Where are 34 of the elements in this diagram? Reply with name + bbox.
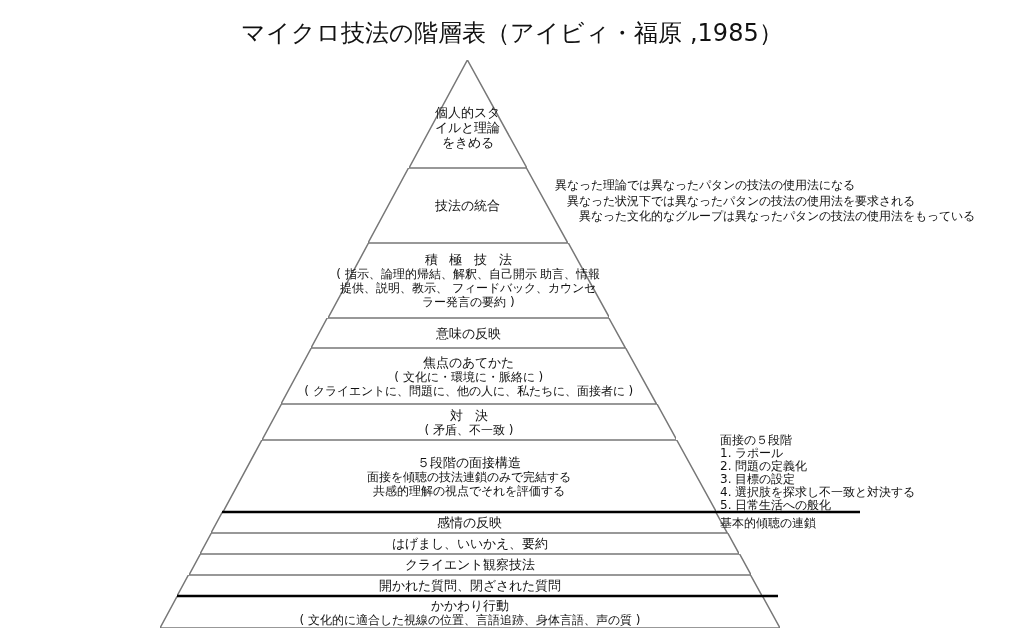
band-heading: 意味の反映 bbox=[436, 325, 501, 341]
note-text: 異なった理論では異なったパタンの技法の使用法になる bbox=[555, 179, 855, 192]
note-text: 基本的傾聴の連鎖 bbox=[720, 517, 816, 530]
list-heading: 面接の５段階 bbox=[720, 434, 792, 447]
band-heading: クライエント観察技法 bbox=[404, 557, 535, 572]
band-text: ( 指示、論理的帰結、解釈、自己開示 助言、情報提供、説明、教示、 フィードバック、カウンセラー発言の要約 ) bbox=[335, 267, 601, 309]
pyramid-apex bbox=[408, 60, 527, 168]
pyramid-band bbox=[160, 596, 780, 628]
band-heading: 積極技法 bbox=[424, 252, 524, 267]
title: マイクロ技法の階層表（アイビィ・福原 ,1985） bbox=[240, 18, 784, 48]
band-heading: 感情の反映 bbox=[437, 515, 502, 530]
band-text: ( 文化に・環境に・脈絡に ) bbox=[394, 369, 544, 384]
pyramid-band bbox=[177, 575, 763, 596]
band-text: ( 文化的に適合した視線の位置、言語追跡、身体言語、声の質 ) bbox=[299, 612, 641, 627]
note-text: 異なった状況下では異なったパタンの技法の使用法を要求される bbox=[567, 194, 915, 208]
band-text: 共感的理解の視点でそれを評価する bbox=[373, 483, 566, 498]
band-heading: はげまし、いいかえ、要約 bbox=[391, 536, 548, 551]
list-item: 5. 日常生活への般化 bbox=[720, 499, 832, 512]
band-heading: 開かれた質問、閉ざされた質問 bbox=[378, 578, 561, 593]
band-heading: ５段階の面接構造 bbox=[417, 454, 522, 470]
band-text: 面接を傾聴の技法連鎖のみで完結する bbox=[367, 469, 572, 484]
list-item: 4. 選択肢を探求し不一致と対決する bbox=[720, 486, 916, 499]
pyramid-band bbox=[200, 533, 740, 554]
band-heading: 対決 bbox=[450, 407, 500, 423]
note-text: 異なった文化的なグループは異なったパタンの技法の使用法をもっている bbox=[579, 210, 975, 223]
list-item: 3. 目標の設定 bbox=[720, 473, 796, 486]
pyramid-band bbox=[368, 168, 568, 243]
band-text: ( クライエントに、問題に、他の人に、私たちに、面接者に ) bbox=[304, 383, 634, 398]
pyramid-band bbox=[188, 554, 751, 575]
band-heading: 焦点のあてかた bbox=[423, 354, 515, 370]
band-heading: 個人的スタイルと理論をきめる bbox=[434, 104, 502, 150]
band-heading: 技法の統合 bbox=[435, 198, 501, 213]
band-heading: かかわり行動 bbox=[431, 597, 509, 613]
band-text: ( 矛盾、不一致 ) bbox=[424, 422, 514, 437]
